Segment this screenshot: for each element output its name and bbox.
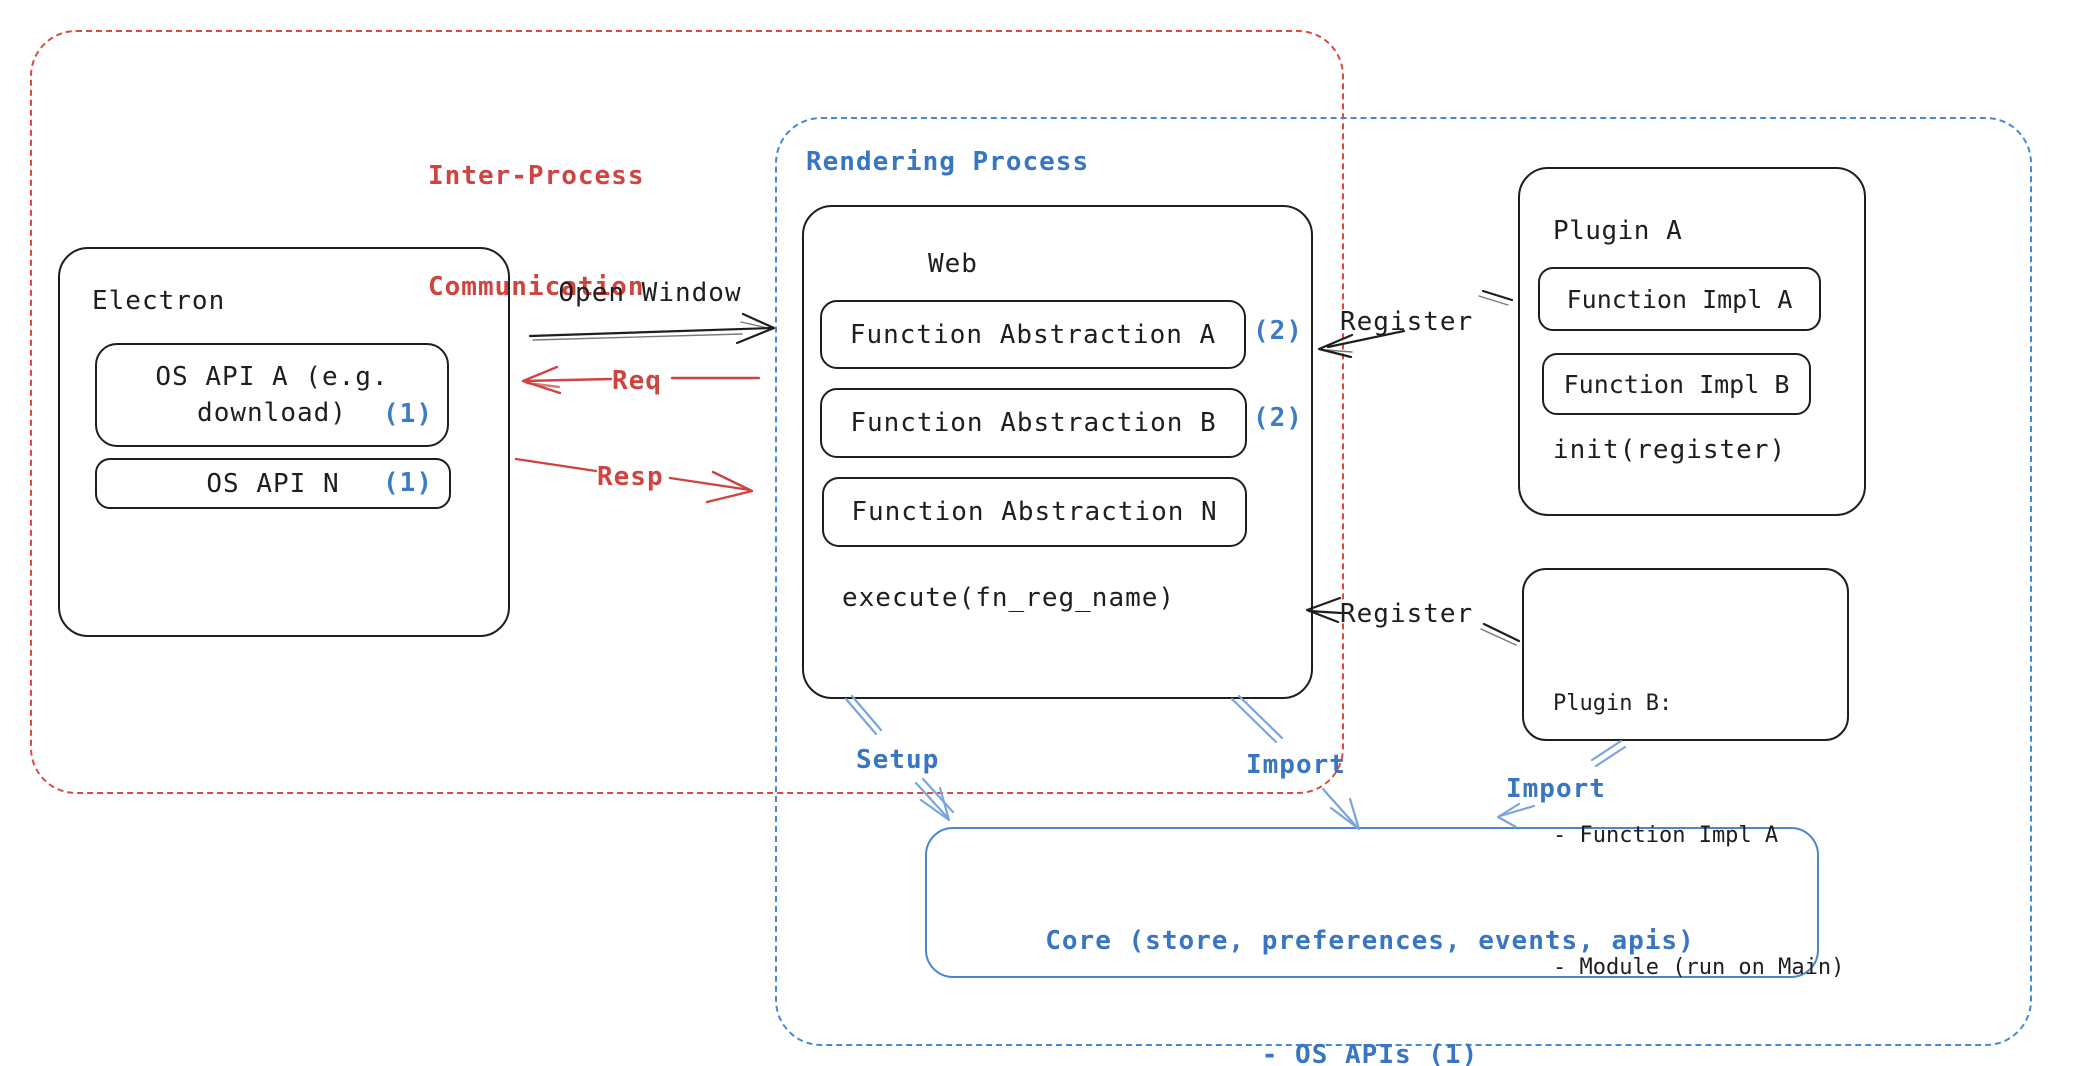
register-plugin-a-label: Register <box>1340 307 1474 337</box>
core-content: Core (store, preferences, events, apis) … <box>925 846 1815 1066</box>
os-api-n-label: OS API N <box>206 468 340 499</box>
os-api-a-label-line2: download) <box>197 398 347 428</box>
function-abstraction-n-label: Function Abstraction N <box>851 497 1218 527</box>
ipc-label-line1: Inter-Process <box>428 161 645 191</box>
function-abstraction-b-box: Function Abstraction B <box>820 388 1247 458</box>
web-title: Web <box>928 249 978 279</box>
function-impl-b-label: Function Impl B <box>1563 369 1790 399</box>
function-abstraction-n-box: Function Abstraction N <box>822 477 1247 547</box>
function-abstraction-a-label: Function Abstraction A <box>849 319 1217 350</box>
resp-label: Resp <box>597 462 664 492</box>
plugin-b-content: Plugin B: - Function Impl A - Module (ru… <box>1553 594 1844 1066</box>
open-window-label: Open Window <box>558 278 742 308</box>
function-abstraction-a-box: Function Abstraction A <box>820 300 1246 369</box>
plugin-b-item-module: - Module (run on Main) <box>1553 955 1845 980</box>
setup-label: Setup <box>856 745 940 775</box>
execute-label: execute(fn_reg_name) <box>842 583 1176 613</box>
rendering-process-region-frame <box>775 117 2032 1046</box>
plugin-a-init-label: init(register) <box>1553 435 1787 465</box>
plugin-a-title: Plugin A <box>1553 216 1683 246</box>
core-line1: Core (store, preferences, events, apis) <box>1045 926 1695 956</box>
plugin-a-box <box>1518 167 1866 516</box>
electron-title: Electron <box>92 286 226 316</box>
rendering-process-label: Rendering Process <box>806 147 1090 177</box>
os-api-a-ref-number: (1) <box>383 399 433 429</box>
function-impl-a-label: Function Impl A <box>1566 284 1793 314</box>
function-impl-b-box: Function Impl B <box>1542 353 1811 415</box>
os-api-a-box: OS API A (e.g. download) (1) <box>95 343 449 447</box>
ipc-region-frame <box>30 30 1344 794</box>
core-line2: - OS APIs (1) <box>1261 1040 1479 1066</box>
ipc-label-line2: Communication <box>428 272 645 302</box>
plugin-b-box <box>1522 568 1849 741</box>
os-api-n-ref-number: (1) <box>383 468 433 498</box>
import-web-core-label: Import <box>1246 750 1346 780</box>
function-abstraction-a-ref: (2) <box>1253 316 1303 346</box>
register-plugin-b-label: Register <box>1340 599 1474 629</box>
plugin-b-title: Plugin B: <box>1553 691 1673 716</box>
req-label: Req <box>612 366 662 396</box>
function-impl-a-box: Function Impl A <box>1538 267 1821 331</box>
function-abstraction-b-ref: (2) <box>1253 403 1303 433</box>
core-box <box>925 827 1819 978</box>
function-abstraction-b-label: Function Abstraction B <box>850 408 1217 438</box>
os-api-a-label-line1: OS API A (e.g. <box>155 362 389 392</box>
ipc-region-label: Inter-Process Communication <box>428 84 645 380</box>
import-plugin-b-core-label: Import <box>1506 774 1606 804</box>
os-api-n-box: OS API N (1) <box>95 458 451 509</box>
plugin-b-item-function-impl-a: - Function Impl A <box>1553 823 1779 848</box>
